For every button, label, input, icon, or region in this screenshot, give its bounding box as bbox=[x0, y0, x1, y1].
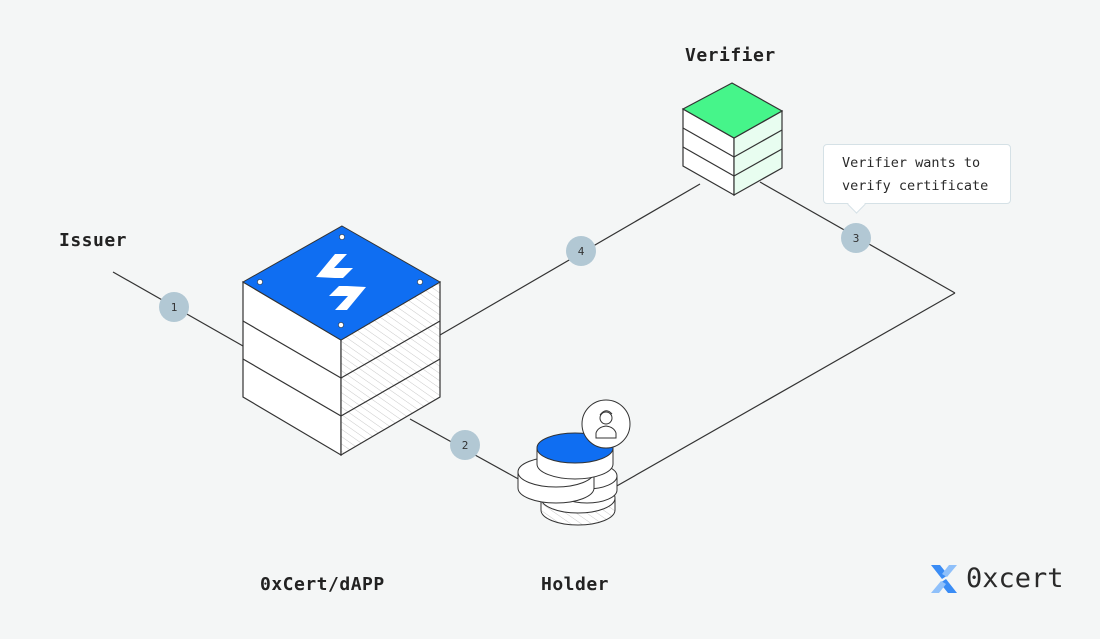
brand-name: 0xcert bbox=[966, 563, 1064, 594]
dapp-server-stack bbox=[242, 225, 441, 457]
verifier-callout: Verifier wants to verify certificate bbox=[823, 144, 1011, 214]
step-badge-4: 4 bbox=[566, 236, 596, 266]
connector-corner-holder bbox=[614, 292, 956, 488]
verifier-server-stack bbox=[681, 82, 784, 197]
0xcert-logo-icon bbox=[316, 254, 366, 310]
callout-line-1: Verifier wants to bbox=[842, 155, 981, 171]
holder-label: Holder bbox=[541, 574, 610, 595]
step-badge-2: 2 bbox=[450, 430, 480, 460]
dapp-label: 0xCert/dAPP bbox=[260, 574, 385, 595]
brand-logo: 0xcert bbox=[930, 563, 1064, 594]
step-badge-1: 1 bbox=[159, 292, 189, 322]
step-badge-3: 3 bbox=[841, 223, 871, 253]
issuer-label: Issuer bbox=[59, 230, 128, 251]
verifier-label: Verifier bbox=[685, 45, 776, 66]
0xcert-brand-icon bbox=[931, 564, 957, 593]
callout-line-2: verify certificate bbox=[842, 178, 989, 194]
user-avatar-icon bbox=[581, 399, 631, 449]
